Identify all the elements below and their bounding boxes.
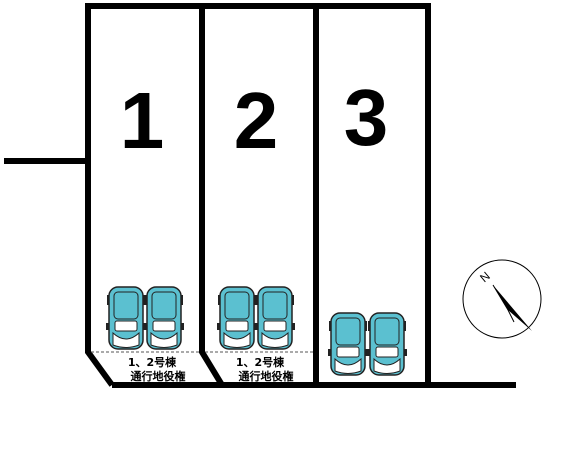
north-arrow-icon: N [462,259,542,339]
car-icon [366,312,408,376]
lot-1-parking [105,286,185,350]
car-icon [216,286,258,350]
easement-2-label-line2: 通行地役権 [239,369,294,383]
easement-1-label-line2: 通行地役権 [131,369,186,383]
car-icon [327,312,369,376]
lot-3-number: 3 [344,73,389,162]
car-icon [105,286,147,350]
lot-1-number: 1 [120,76,165,165]
lot-1-outline [85,6,115,387]
easement-2-label-line1: 1、2号棟 [236,355,285,369]
lot-2-parking [216,286,296,350]
lot-3-parking [327,312,408,376]
lot-1-2-divider [199,6,225,387]
easement-1-label-line1: 1、2号棟 [128,355,177,369]
lot-2-number: 2 [234,76,279,165]
car-icon [143,286,185,350]
car-icon [254,286,296,350]
